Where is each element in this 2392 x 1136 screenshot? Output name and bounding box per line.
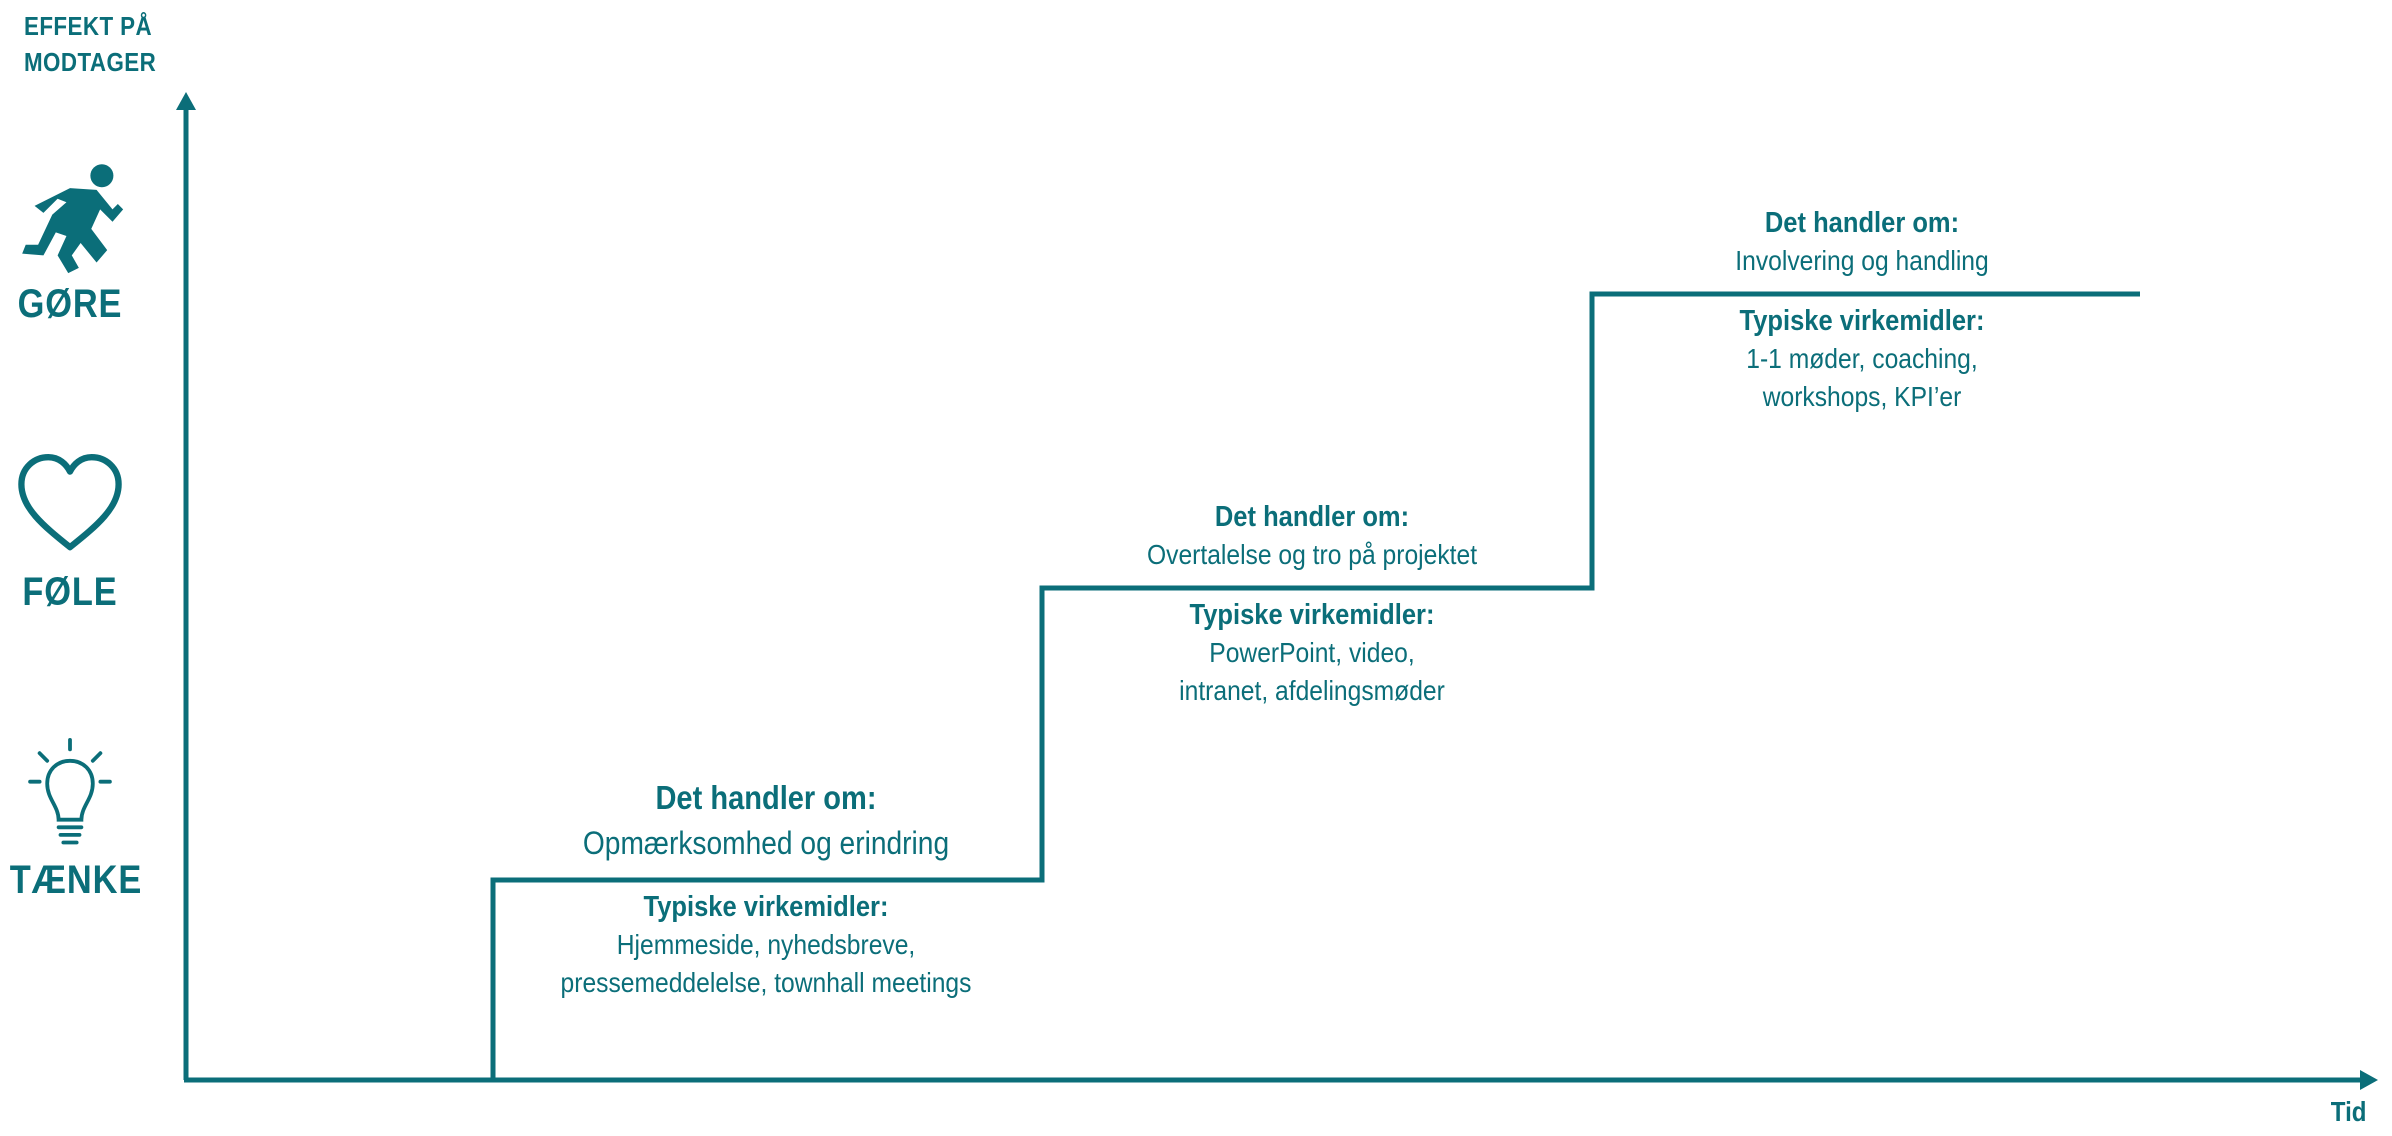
y-axis-caption-line2: MODTAGER <box>24 47 157 77</box>
level-gore: GØRE <box>0 158 140 327</box>
step-1-heading: Det handler om: <box>655 779 877 816</box>
step-2-subtitle: Overtalelse og tro på projektet <box>1146 539 1478 570</box>
x-axis-caption: Tid <box>2330 1096 2366 1127</box>
step-1-subtitle: Opmærksomhed og erindring <box>582 825 950 861</box>
step-2-means-heading: Typiske virkemidler: <box>1189 599 1435 631</box>
x-axis-arrowhead <box>2360 1070 2378 1090</box>
step-2-means: Typiske virkemidler: PowerPoint, video, … <box>1032 596 1592 710</box>
level-taenke: TÆNKE <box>0 738 143 903</box>
step-2-heading: Det handler om: <box>1214 501 1410 533</box>
step-2: Det handler om: Overtalelse og tro på pr… <box>1032 498 1592 710</box>
lightbulb-icon <box>28 738 112 845</box>
step-3-means-line-2: workshops, KPI’er <box>1762 381 1962 412</box>
step-1-means-heading: Typiske virkemidler: <box>643 891 889 923</box>
step-3: Det handler om: Involvering og handling … <box>1582 204 2142 416</box>
step-3-subtitle: Involvering og handling <box>1735 245 1989 276</box>
step-1-means: Typiske virkemidler: Hjemmeside, nyhedsb… <box>486 888 1046 1002</box>
step-1: Det handler om: Opmærksomhed og erindrin… <box>486 776 1046 1002</box>
step-3-means: Typiske virkemidler: 1-1 møder, coaching… <box>1582 302 2142 416</box>
y-axis-arrowhead <box>176 92 196 110</box>
step-3-means-heading: Typiske virkemidler: <box>1739 305 1985 337</box>
level-label-taenke: TÆNKE <box>9 858 143 902</box>
staircase-line <box>490 291 2140 1080</box>
level-label-gore: GØRE <box>17 282 123 326</box>
heart-icon <box>18 454 122 551</box>
running-person-icon <box>22 164 124 274</box>
y-axis-caption-line1: EFFEKT PÅ <box>24 11 153 41</box>
step-3-means-line-1: 1-1 møder, coaching, <box>1746 343 1978 374</box>
step-2-means-line-1: PowerPoint, video, <box>1209 637 1415 668</box>
y-axis-caption: EFFEKT PÅ MODTAGER <box>24 8 196 80</box>
step-2-means-line-2: intranet, afdelingsmøder <box>1179 675 1445 706</box>
step-3-heading: Det handler om: <box>1764 207 1960 239</box>
step-1-means-line-2: pressemeddelelse, townhall meetings <box>560 967 972 998</box>
level-label-fole: FØLE <box>22 570 118 614</box>
level-fole: FØLE <box>0 450 140 615</box>
step-1-means-line-1: Hjemmeside, nyhedsbreve, <box>616 929 916 960</box>
